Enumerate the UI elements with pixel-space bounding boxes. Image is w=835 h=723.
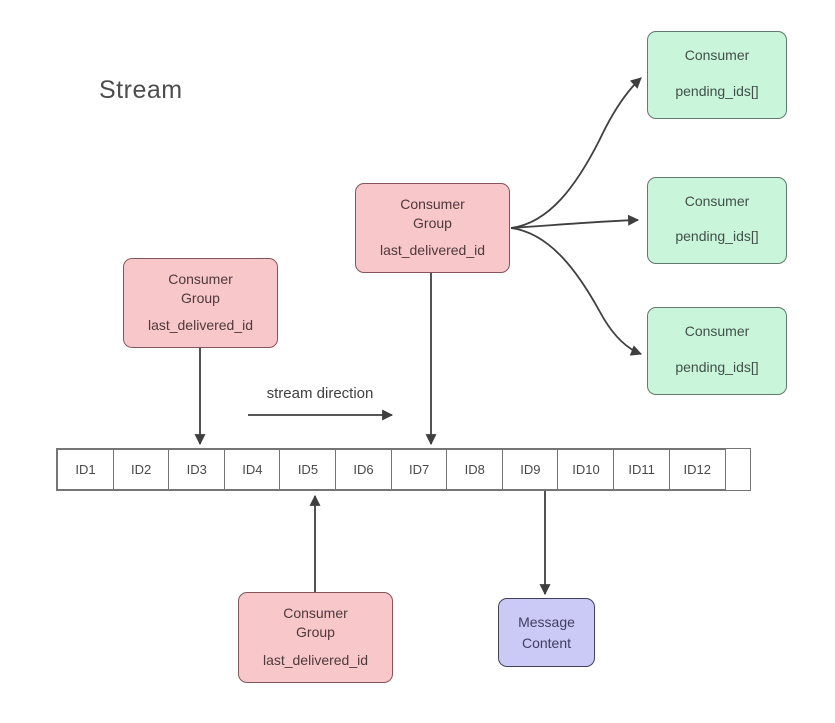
consumer-field: pending_ids[] [675, 359, 759, 376]
consumer-group-title-line2: Group [413, 214, 452, 231]
diagram-title: Stream [99, 76, 183, 104]
consumer-group-title-line2: Group [181, 289, 220, 306]
consumer-group-bottom: Consumer Group last_delivered_id [238, 592, 393, 683]
stream-cell-id6: ID6 [335, 449, 393, 490]
consumer-group-field: last_delivered_id [147, 317, 254, 334]
consumer-group-left: Consumer Group last_delivered_id [123, 258, 278, 348]
consumer-group-title: Consumer Group [283, 604, 348, 642]
consumer-box-3: Consumer pending_ids[] [647, 307, 787, 395]
stream-cell-id2: ID2 [112, 449, 170, 490]
stream-cell-id5: ID5 [279, 449, 337, 490]
consumer-box-1: Consumer pending_ids[] [647, 31, 787, 119]
consumer-group-title: Consumer Group [168, 270, 233, 308]
stream-cell-id1: ID1 [57, 449, 114, 490]
arrow-consumer-group-to-consumer-1 [510, 77, 642, 229]
consumer-group-title: Consumer Group [400, 195, 465, 233]
stream-direction-label: stream direction [266, 385, 374, 402]
consumer-group-title-line1: Consumer [400, 196, 465, 212]
consumer-title: Consumer [684, 323, 750, 339]
arrow-consumer-group-to-consumer-3 [510, 227, 643, 356]
consumer-title: Consumer [684, 47, 750, 63]
stream-cell-id8: ID8 [446, 449, 504, 490]
consumer-group-middle: Consumer Group last_delivered_id [355, 183, 510, 273]
consumer-group-title-line2: Group [296, 623, 335, 640]
message-content-line2: Content [521, 634, 572, 651]
stream-cell-id11: ID11 [613, 449, 671, 490]
consumer-field: pending_ids[] [675, 83, 759, 100]
consumer-field: pending_ids[] [675, 228, 759, 245]
stream-row-filler [726, 449, 750, 490]
stream-cell-id7: ID7 [390, 449, 448, 490]
stream-cell-id4: ID4 [223, 449, 281, 490]
stream-cell-id10: ID10 [557, 449, 615, 490]
stream-cell-id9: ID9 [501, 449, 559, 490]
consumer-group-field: last_delivered_id [262, 652, 369, 669]
consumer-group-field: last_delivered_id [379, 242, 486, 259]
message-content-line1: Message [518, 613, 575, 630]
message-content-box: Message Content [498, 598, 595, 667]
consumer-group-title-line1: Consumer [168, 271, 233, 287]
arrow-consumer-group-to-consumer-2 [510, 214, 640, 229]
stream-cell-id12: ID12 [668, 449, 726, 490]
stream-cell-id3: ID3 [168, 449, 226, 490]
consumer-title: Consumer [684, 193, 750, 209]
consumer-box-2: Consumer pending_ids[] [647, 177, 787, 264]
consumer-group-title-line1: Consumer [283, 605, 348, 621]
